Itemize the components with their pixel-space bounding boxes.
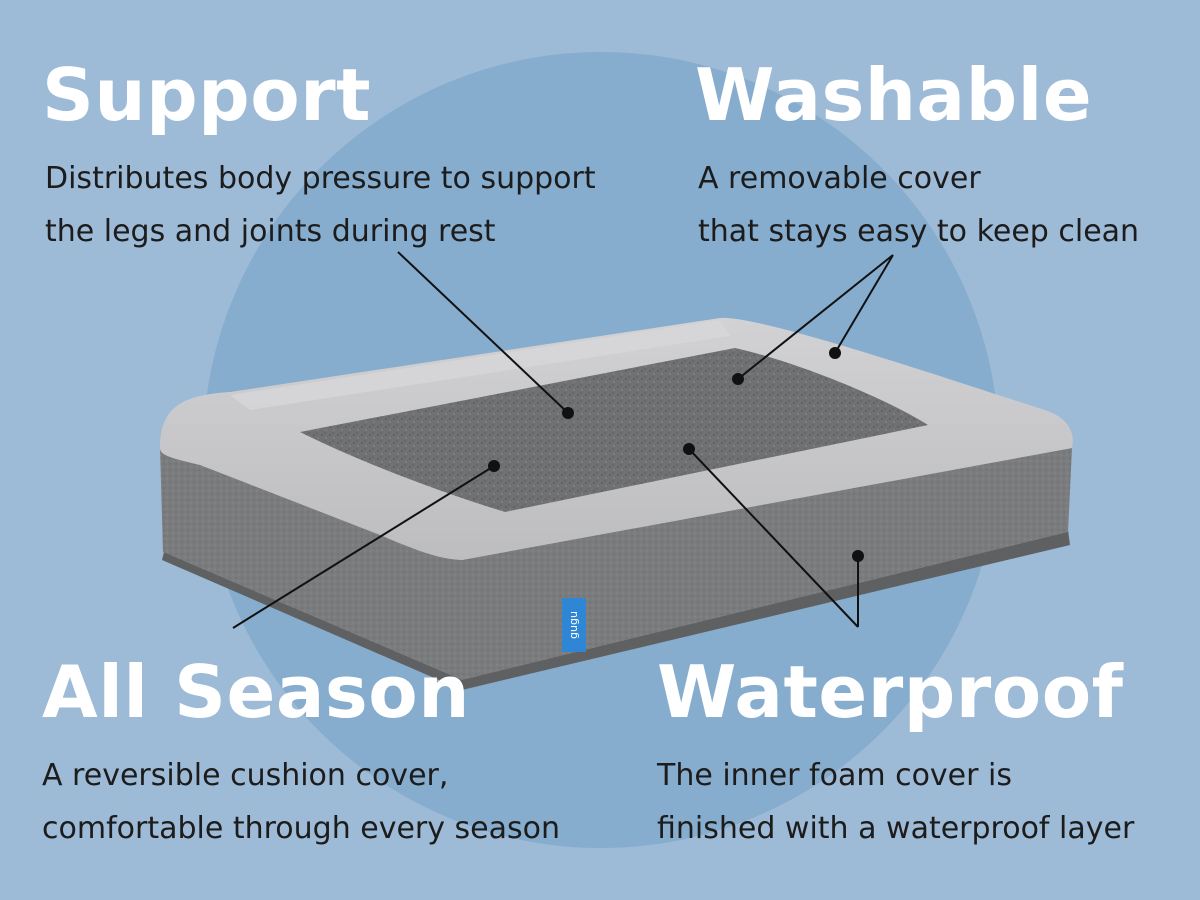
washable-description: A removable cover that stays easy to kee… [698, 152, 1139, 258]
support-heading: Support [42, 53, 372, 137]
waterproof-description: The inner foam cover is finished with a … [657, 749, 1134, 855]
support-line-2: the legs and joints during rest [45, 214, 496, 249]
waterproof-line-2: finished with a waterproof layer [657, 811, 1135, 846]
callout-dot-all-season [488, 460, 500, 472]
callout-dot-washable-frame [829, 347, 841, 359]
callout-line-all-season [232, 465, 495, 629]
brand-tag [562, 598, 586, 652]
bed-base-edge [162, 530, 1070, 690]
bed-side-panel-right [462, 448, 1072, 680]
bed-bolster-highlight [230, 320, 730, 410]
all-season-description: A reversible cushion cover, comfortable … [42, 749, 560, 855]
callout-dot-waterproof-side [852, 550, 864, 562]
all-season-line-1: A reversible cushion cover, [42, 758, 449, 793]
callout-line-washable-a [737, 254, 894, 380]
callout-dots [488, 347, 864, 562]
callout-lines [232, 251, 894, 629]
dog-bed: gugu [160, 317, 1073, 690]
callout-dot-support [562, 407, 574, 419]
callout-line-support [397, 251, 569, 414]
washable-line-2: that stays easy to keep clean [698, 214, 1140, 249]
bed-cushion [300, 348, 928, 512]
callout-line-washable-b [834, 254, 894, 354]
waterproof-line-1: The inner foam cover is [657, 758, 1012, 793]
all-season-line-2: comfortable through every season [42, 811, 561, 846]
bed-side-panel [160, 448, 462, 680]
support-description: Distributes body pressure to support the… [45, 152, 596, 258]
all-season-heading: All Season [42, 650, 470, 734]
support-line-1: Distributes body pressure to support [45, 161, 596, 196]
callout-dot-washable-cushion [732, 373, 744, 385]
waterproof-heading: Waterproof [657, 650, 1124, 734]
washable-line-1: A removable cover [698, 161, 981, 196]
callout-line-waterproof-a [688, 448, 859, 628]
brand-tag-label: gugu [567, 611, 580, 639]
callout-dot-waterproof-cushion [683, 443, 695, 455]
washable-heading: Washable [695, 53, 1093, 137]
